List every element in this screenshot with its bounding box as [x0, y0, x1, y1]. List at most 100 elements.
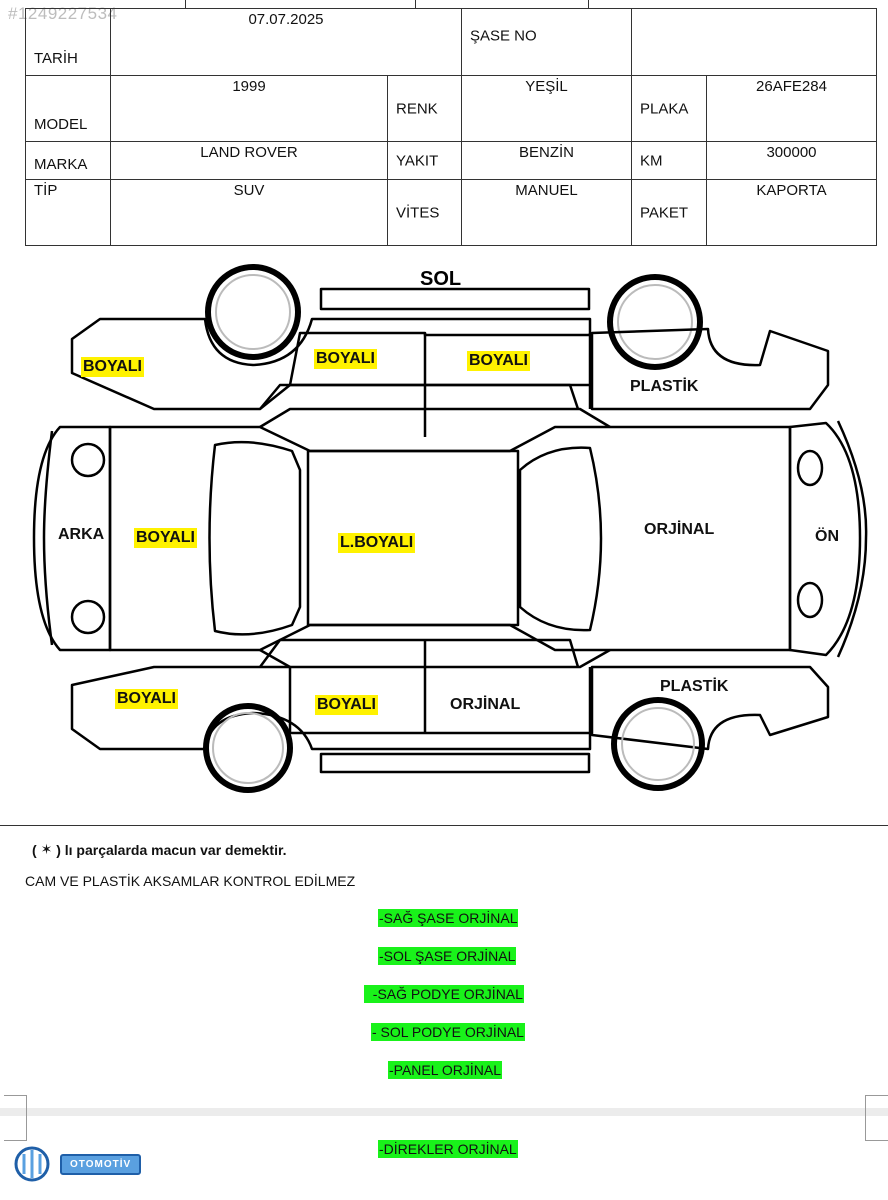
car-logo-icon	[14, 1146, 50, 1182]
right-front-wheel	[611, 697, 705, 791]
page-corner-mark	[865, 1118, 888, 1141]
table-top-stub	[415, 0, 416, 8]
yakit-label: YAKIT	[396, 152, 439, 169]
page-corner-mark	[865, 1095, 888, 1118]
plaka-value: 26AFE284	[756, 78, 827, 95]
part-label-right-rear-door: BOYALI	[315, 695, 378, 715]
tarih-label: TARİH	[34, 50, 78, 67]
part-label-hood: ORJİNAL	[644, 521, 715, 538]
page-break	[0, 1108, 888, 1116]
vites-label: VİTES	[396, 204, 440, 221]
rear-lamp-right	[70, 599, 106, 635]
part-label-front: ÖN	[815, 528, 839, 545]
front-lamp-left	[796, 449, 824, 487]
vites-value-cell: MANUEL	[461, 179, 632, 246]
check-item: -SAĞ ŞASE ORJİNAL	[378, 909, 519, 927]
macun-note-text: ) lı parçalarda macun var demektir.	[56, 842, 287, 858]
plaka-value-cell: 26AFE284	[706, 75, 877, 142]
part-label-rear: ARKA	[58, 526, 105, 543]
renk-label-cell: RENK	[387, 75, 462, 142]
sase-value-cell	[631, 8, 877, 76]
table-top-stub	[588, 0, 589, 8]
sase-label-cell: ŞASE NO	[461, 8, 632, 76]
part-label-left-front-fender: PLASTİK	[630, 378, 699, 395]
roof-panel	[306, 449, 520, 627]
check-item: -SOL ŞASE ORJİNAL	[378, 947, 517, 965]
rear-lamp-left	[70, 442, 106, 478]
front-lamp-right	[796, 581, 824, 619]
tip-value: SUV	[233, 182, 265, 199]
plaka-label: PLAKA	[640, 100, 689, 117]
km-value: 300000	[766, 144, 817, 161]
left-rear-wheel	[205, 264, 301, 360]
page-corner-mark	[4, 1095, 27, 1118]
part-label-right-front-fender: PLASTİK	[660, 678, 729, 695]
cam-plastik-note: CAM VE PLASTİK AKSAMLAR KONTROL EDİLMEZ	[25, 873, 356, 889]
part-label-right-rear-fender: BOYALI	[115, 689, 178, 709]
section-divider	[0, 825, 888, 826]
tip-value-cell: SUV	[110, 179, 388, 246]
model-label-cell: MODEL	[25, 75, 111, 142]
yakit-value: BENZİN	[518, 144, 574, 161]
km-label: KM	[640, 152, 663, 169]
marka-label: MARKA	[34, 156, 88, 173]
model-label: MODEL	[34, 116, 88, 133]
plaka-label-cell: PLAKA	[631, 75, 707, 142]
car-panel-diagram: SOL	[32, 264, 868, 793]
part-label-right-front-door: ORJİNAL	[450, 696, 521, 713]
tarih-value-cell: 07.07.2025	[110, 8, 462, 76]
vehicle-info-table: TARİH 07.07.2025 ŞASE NO MODEL 1999 RENK…	[25, 8, 877, 246]
marka-value-cell: LAND ROVER	[110, 141, 388, 180]
right-rear-wheel	[203, 703, 293, 793]
right-roof-rail	[319, 752, 591, 774]
star-icon: ✶	[40, 841, 53, 857]
right-front-fender	[590, 665, 830, 751]
check-item: -DİREKLER ORJİNAL	[378, 1140, 518, 1158]
front-bumper	[788, 421, 862, 657]
part-label-left-rear-fender: BOYALI	[81, 357, 144, 377]
table-row: TİP SUV VİTES MANUEL PAKET KAPORTA	[25, 179, 877, 246]
logo-text: OTOMOTİV	[60, 1153, 142, 1175]
page-corner-mark	[4, 1118, 27, 1141]
check-item: - SOL PODYE ORJİNAL	[371, 1023, 525, 1041]
table-row: MODEL 1999 RENK YEŞİL PLAKA 26AFE284	[25, 75, 877, 142]
tarih-value: 07.07.2025	[248, 11, 324, 28]
yakit-label-cell: YAKIT	[387, 141, 462, 180]
macun-note-open: (	[32, 842, 37, 858]
dealer-logo: OTOMOTİV	[14, 1146, 142, 1182]
diagram-top-caption: SOL	[420, 268, 461, 290]
marka-label-cell: MARKA	[25, 141, 111, 180]
paket-label-cell: PAKET	[631, 179, 707, 246]
renk-value-cell: YEŞİL	[461, 75, 632, 142]
left-side-panels	[70, 317, 592, 411]
model-value-cell: 1999	[110, 75, 388, 142]
tip-label: TİP	[34, 182, 58, 199]
paket-label: PAKET	[640, 204, 689, 221]
km-label-cell: KM	[631, 141, 707, 180]
model-value: 1999	[232, 78, 266, 95]
check-item: -PANEL ORJİNAL	[388, 1061, 503, 1079]
table-row: TARİH 07.07.2025 ŞASE NO	[25, 8, 877, 76]
left-roof-rail	[319, 287, 591, 311]
marka-value: LAND ROVER	[200, 144, 298, 161]
left-front-wheel	[607, 274, 703, 370]
table-row: MARKA LAND ROVER YAKIT BENZİN KM 300000	[25, 141, 877, 180]
km-value-cell: 300000	[706, 141, 877, 180]
renk-value: YEŞİL	[525, 78, 568, 95]
macun-note: ( ✶ ) lı parçalarda macun var demektir.	[32, 841, 287, 859]
yakit-value-cell: BENZİN	[461, 141, 632, 180]
vites-value: MANUEL	[515, 182, 578, 199]
vites-label-cell: VİTES	[387, 179, 462, 246]
paket-value-cell: KAPORTA	[706, 179, 877, 246]
part-label-trunk: BOYALI	[134, 528, 197, 548]
left-front-fender	[590, 327, 830, 411]
renk-label: RENK	[396, 100, 438, 117]
check-item: -SAĞ PODYE ORJİNAL	[364, 985, 524, 1003]
front-windshield	[518, 446, 603, 632]
paket-value: KAPORTA	[756, 182, 827, 199]
tip-label-cell: TİP	[25, 179, 111, 246]
sase-label: ŞASE NO	[470, 27, 537, 45]
rear-window	[208, 440, 302, 636]
tarih-label-cell: TARİH	[25, 8, 111, 76]
part-label-left-rear-door: BOYALI	[314, 349, 377, 369]
